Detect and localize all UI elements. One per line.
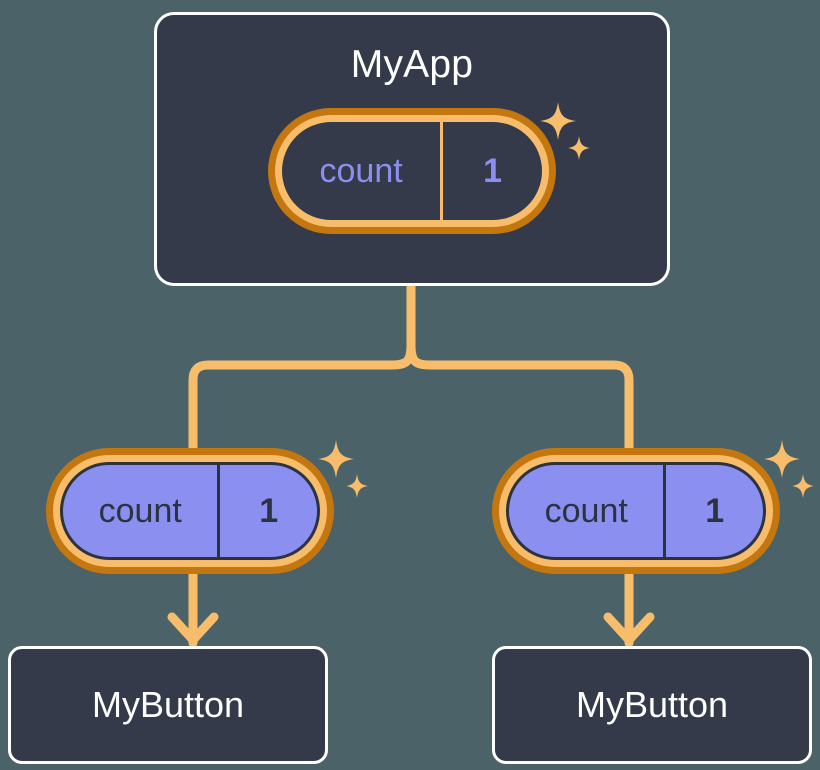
state-pill-body: count 1 <box>506 462 766 560</box>
component-card-mybutton-left[interactable]: MyButton <box>8 646 328 764</box>
state-pill-left[interactable]: count 1 <box>46 448 334 574</box>
sparkle-small-glyph <box>792 474 814 498</box>
page-title: MyApp <box>350 43 474 86</box>
arrow-down-icon <box>603 612 655 645</box>
state-pill-body: count 1 <box>60 462 320 560</box>
state-pill-right[interactable]: count 1 <box>492 448 780 574</box>
state-value-label: 1 <box>259 492 279 530</box>
state-pill-myapp[interactable]: count 1 <box>268 108 556 234</box>
component-title: MyButton <box>91 684 245 725</box>
arrow-down-icon <box>167 612 219 645</box>
component-card-mybutton-right[interactable]: MyButton <box>492 646 812 764</box>
state-value-label: 1 <box>483 152 503 190</box>
state-value-label: 1 <box>705 492 725 530</box>
state-pill-inner-ring: count 1 <box>499 455 773 567</box>
state-key-label: count <box>509 465 667 557</box>
state-key-label: count <box>63 465 221 557</box>
connector-branch-right <box>406 340 634 455</box>
component-title: MyButton <box>575 684 729 725</box>
state-key-label: count <box>282 122 444 220</box>
sparkle-small-glyph <box>346 474 368 498</box>
sparkle-large-glyph <box>764 440 800 478</box>
connector-branch-left <box>188 340 416 455</box>
sparkle-large-glyph <box>318 440 354 478</box>
state-pill-inner-ring: count 1 <box>275 115 549 227</box>
state-pill-inner-ring: count 1 <box>53 455 327 567</box>
state-pill-body: count 1 <box>282 122 542 220</box>
